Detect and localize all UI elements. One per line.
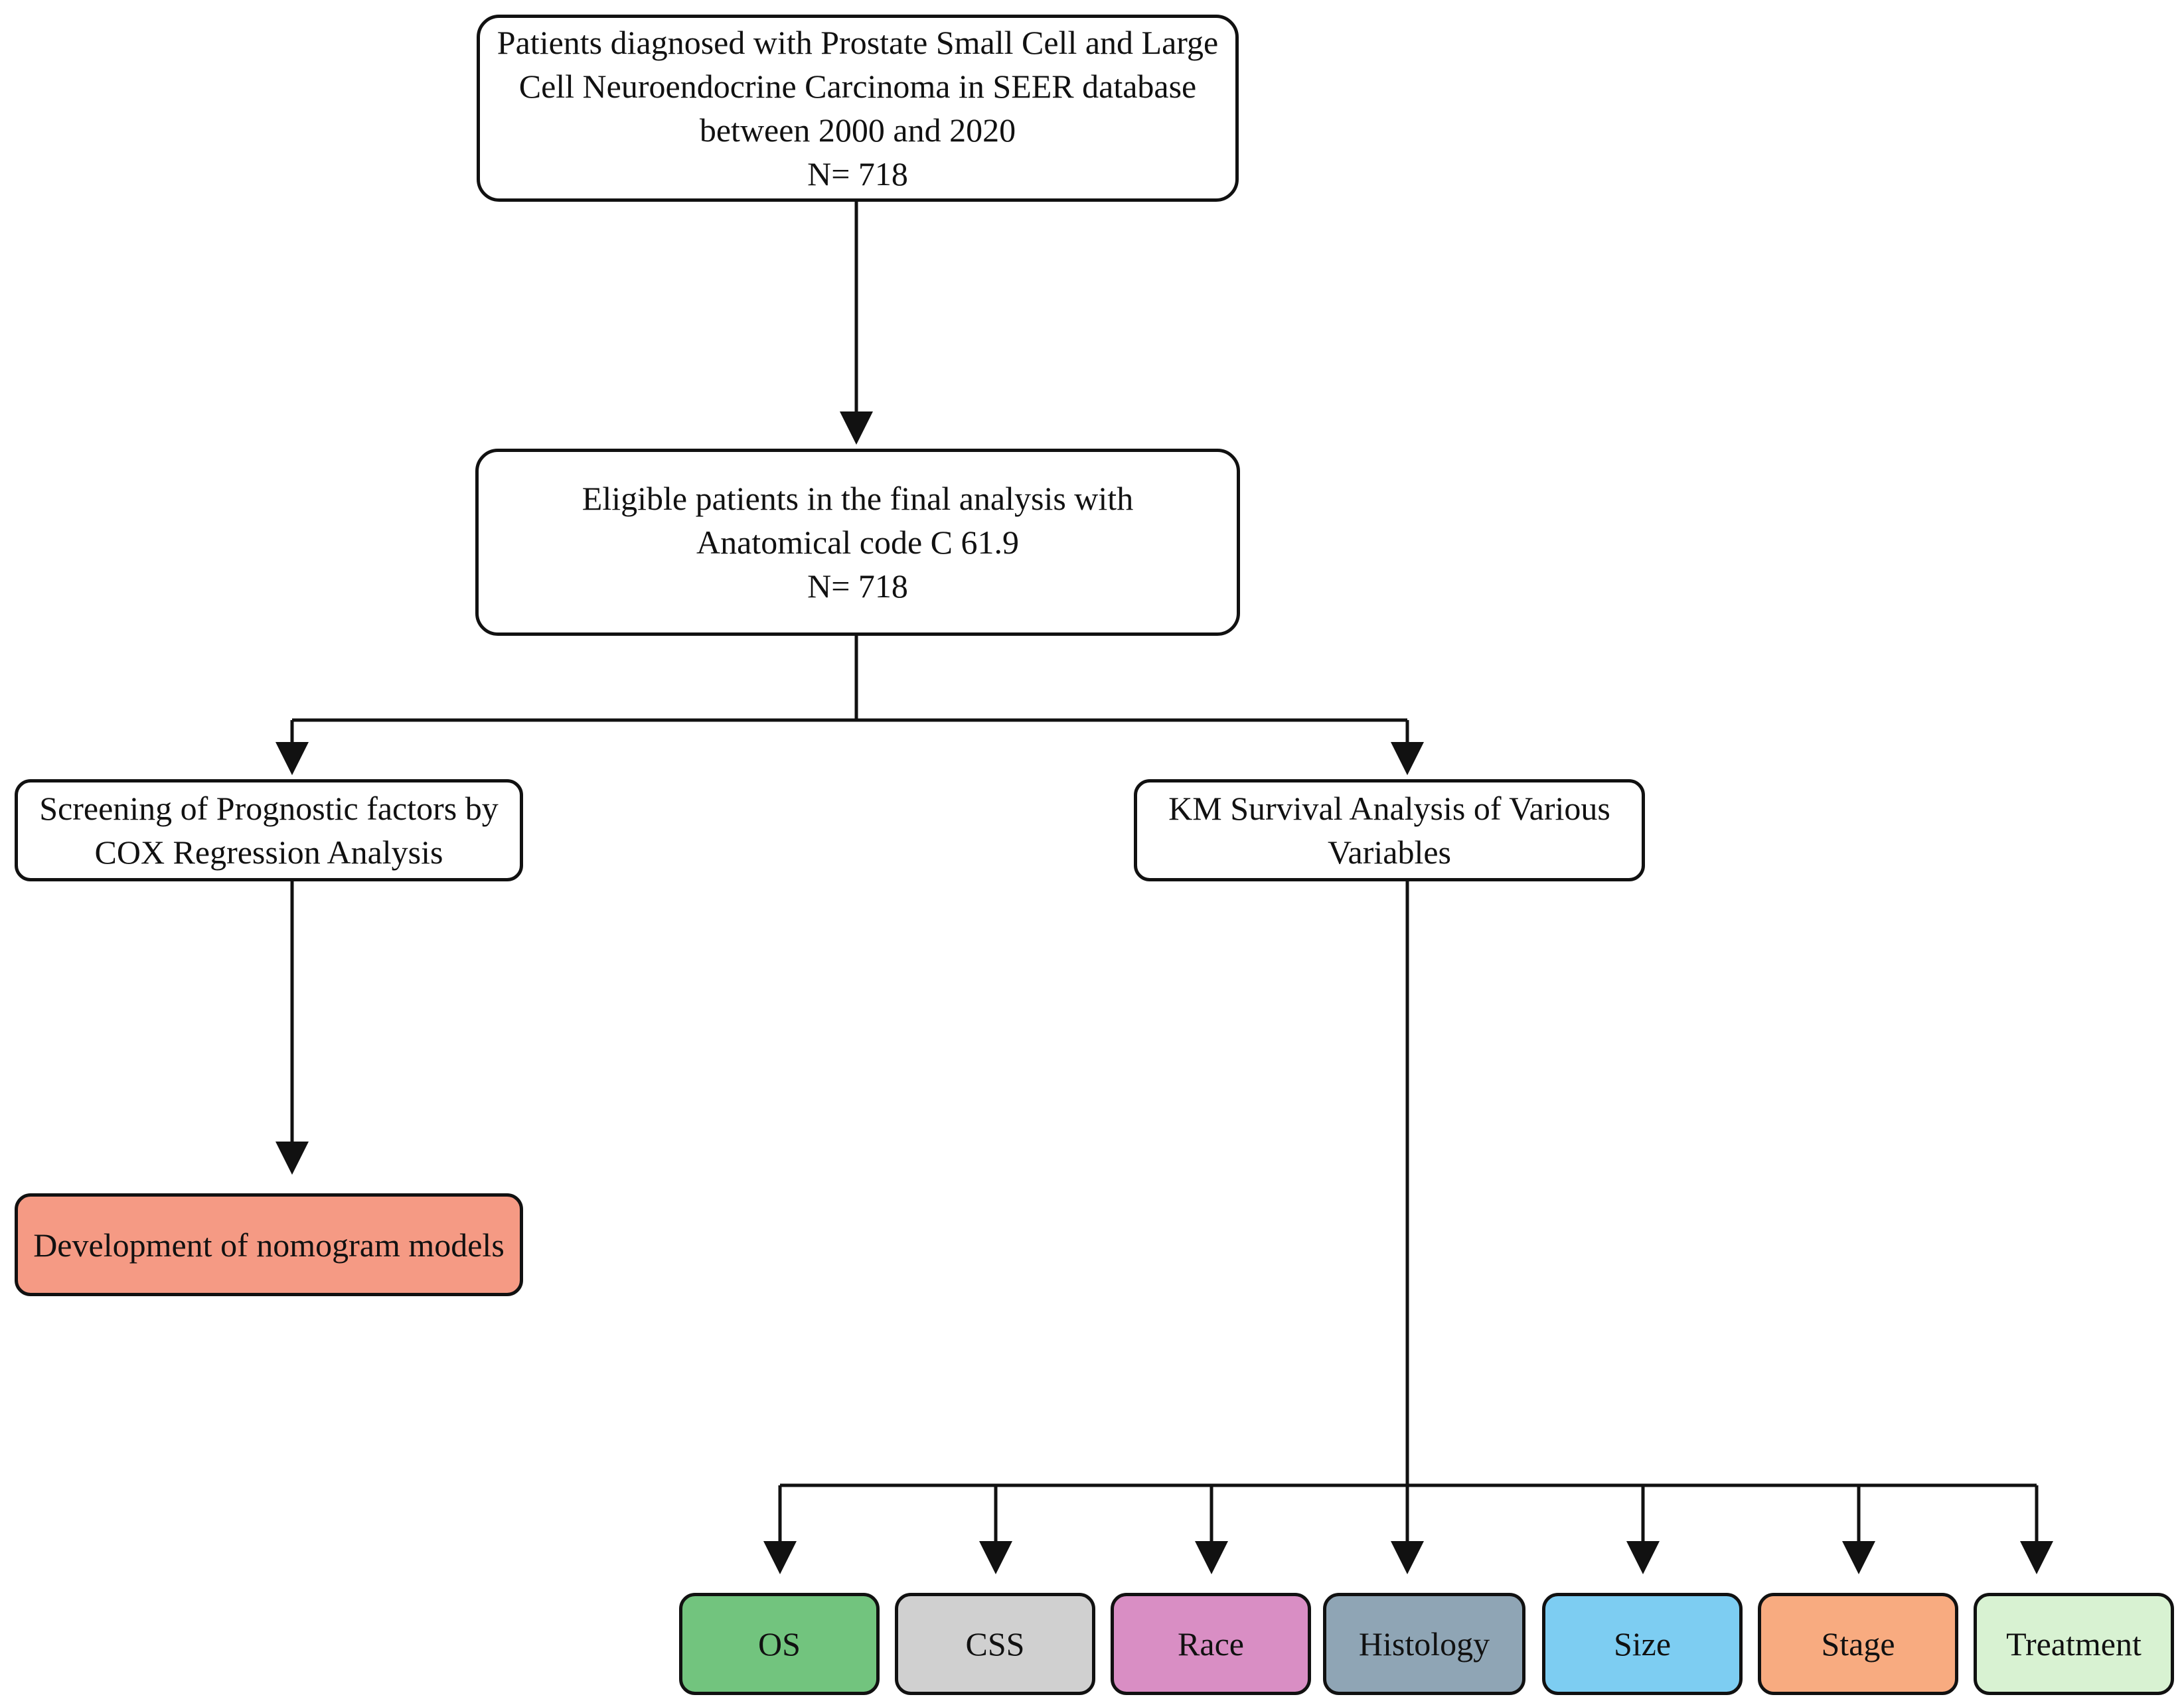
- variable-label: Treatment: [2006, 1625, 2142, 1663]
- node-eligible-text: Eligible patients in the final analysis …: [569, 477, 1146, 608]
- node-variable-os: OS: [679, 1593, 880, 1695]
- node-nomogram: Development of nomogram models: [15, 1193, 523, 1296]
- node-km-line-2: Variables: [1327, 834, 1452, 871]
- node-eligible-line-2: Anatomical code C 61.9: [696, 524, 1019, 561]
- node-variable-size: Size: [1542, 1593, 1743, 1695]
- node-start-line-3: between 2000 and 2020: [699, 111, 1016, 149]
- variable-label: Race: [1178, 1625, 1244, 1663]
- node-cox: Screening of Prognostic factors by COX R…: [15, 779, 523, 881]
- variable-label: Size: [1613, 1625, 1672, 1663]
- node-eligible-line-3: N= 718: [807, 567, 908, 605]
- node-eligible: Eligible patients in the final analysis …: [475, 449, 1240, 636]
- node-eligible-line-1: Eligible patients in the final analysis …: [582, 480, 1134, 517]
- node-start-text: Patients diagnosed with Prostate Small C…: [484, 21, 1231, 196]
- node-nomogram-label: Development of nomogram models: [33, 1226, 505, 1264]
- node-variable-treatment: Treatment: [1974, 1593, 2174, 1695]
- node-km-line-1: KM Survival Analysis of Various: [1168, 790, 1610, 827]
- node-km-text: KM Survival Analysis of Various Variable…: [1155, 786, 1624, 874]
- node-cox-text: Screening of Prognostic factors by COX R…: [26, 786, 512, 874]
- variable-label: OS: [758, 1625, 801, 1663]
- node-start-line-2: Cell Neuroendocrine Carcinoma in SEER da…: [518, 68, 1197, 105]
- node-cox-line-2: COX Regression Analysis: [94, 834, 443, 871]
- node-variable-stage: Stage: [1758, 1593, 1958, 1695]
- node-start-line-1: Patients diagnosed with Prostate Small C…: [497, 24, 1219, 61]
- node-cox-line-1: Screening of Prognostic factors by: [39, 790, 499, 827]
- variable-label: CSS: [965, 1625, 1025, 1663]
- node-variable-histology: Histology: [1323, 1593, 1525, 1695]
- variable-label: Histology: [1358, 1625, 1490, 1663]
- node-variable-css: CSS: [895, 1593, 1095, 1695]
- node-variable-race: Race: [1111, 1593, 1311, 1695]
- node-km: KM Survival Analysis of Various Variable…: [1134, 779, 1645, 881]
- node-start: Patients diagnosed with Prostate Small C…: [477, 15, 1239, 202]
- variable-label: Stage: [1821, 1625, 1895, 1663]
- node-start-line-4: N= 718: [807, 155, 908, 192]
